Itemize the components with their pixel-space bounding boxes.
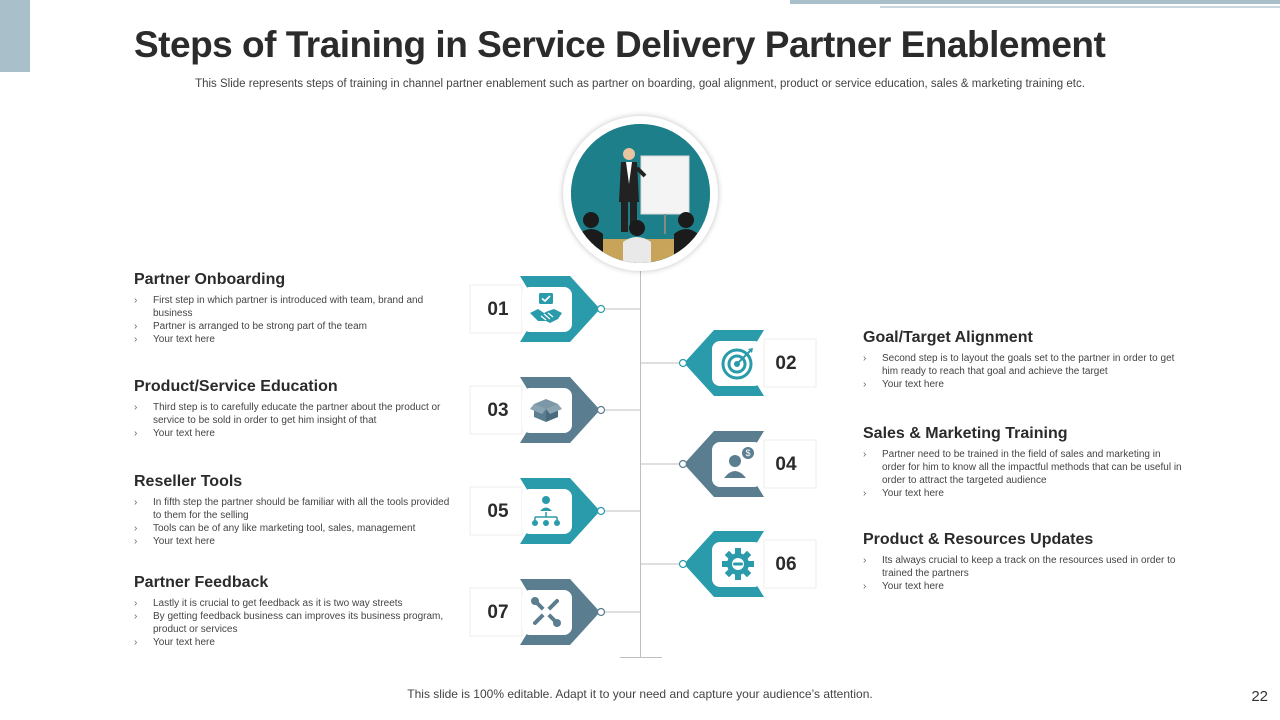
text-block-product-service-education: Product/Service Education Third step is … [134,378,454,440]
svg-text:$: $ [745,448,750,458]
text-block-goal-target-alignment: Goal/Target Alignment Second step is to … [863,329,1183,391]
presenter-illustration-icon [571,124,710,263]
step-05-marker: 05 [469,477,640,547]
step-03-marker: 03 [469,376,640,446]
person-dollar-icon: $ [724,447,754,478]
top-accent-line [790,0,1280,4]
slide-footer-note: This slide is 100% editable. Adapt it to… [407,687,873,701]
bullet-item: Partner is arranged to be strong part of… [134,320,454,333]
step-02-marker: 02 [640,329,817,399]
presentation-illustration [563,116,718,271]
text-block-sales-marketing-training: Sales & Marketing Training Partner need … [863,425,1183,500]
step-number: 03 [487,400,509,421]
gear-icon [722,548,754,580]
block-title: Product & Resources Updates [863,531,1094,548]
text-block-reseller-tools: Reseller Tools In fifth step the partner… [134,473,454,548]
bullet-item: In fifth step the partner should be fami… [134,496,454,522]
page-number: 22 [1251,688,1268,705]
bullet-item: Your text here [134,333,454,346]
bullet-item: Partner need to be trained in the field … [863,448,1183,487]
step-01-marker: 01 [469,275,640,345]
text-block-product-resources-updates: Product & Resources Updates Its always c… [863,531,1183,593]
step-07-marker: 07 [469,578,640,648]
step-04-marker: 04 $ [640,430,817,500]
step-number: 07 [487,602,509,623]
block-title: Reseller Tools [134,473,243,490]
top-accent-line-thin [880,6,1280,8]
network-icon [532,496,560,526]
block-title: Partner Onboarding [134,271,286,288]
bullet-item: Your text here [863,378,1183,391]
bullet-item: By getting feedback business can improve… [134,610,454,636]
bullet-item: Its always crucial to keep a track on th… [863,554,1183,580]
step-number: 01 [487,299,509,320]
bullet-item: Your text here [863,580,1183,593]
block-title: Sales & Marketing Training [863,425,1068,442]
block-title: Partner Feedback [134,574,269,591]
step-number: 05 [487,501,509,522]
step-number: 04 [775,454,797,475]
step-06-marker: 06 [640,530,817,600]
bullet-item: Your text here [134,535,454,548]
corner-accent-block [0,0,30,72]
target-icon [721,348,753,380]
handshake-icon [530,293,562,323]
bullet-item: Second step is to layout the goals set t… [863,352,1183,378]
bullet-item: Tools can be of any like marketing tool,… [134,522,454,535]
timeline-base [620,657,662,658]
box-icon [530,399,562,422]
tools-icon [531,597,561,627]
bullet-item: Your text here [134,427,454,440]
slide-subtitle: This Slide represents steps of training … [195,78,1085,90]
step-number: 06 [775,554,797,575]
bullet-item: Your text here [863,487,1183,500]
bullet-item: Third step is to carefully educate the p… [134,401,454,427]
bullet-item: Your text here [134,636,454,649]
block-title: Goal/Target Alignment [863,329,1033,346]
slide-title: Steps of Training in Service Delivery Pa… [134,24,1106,65]
bullet-item: First step in which partner is introduce… [134,294,454,320]
block-title: Product/Service Education [134,378,338,395]
step-number: 02 [775,353,797,374]
bullet-item: Lastly it is crucial to get feedback as … [134,597,454,610]
text-block-partner-feedback: Partner Feedback Lastly it is crucial to… [134,574,454,649]
text-block-partner-onboarding: Partner Onboarding First step in which p… [134,271,454,346]
